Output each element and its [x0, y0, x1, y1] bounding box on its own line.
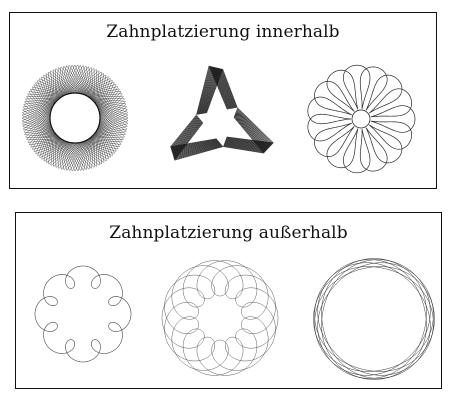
spirograph-thick-ring — [313, 258, 435, 380]
spirograph-ring-loops — [161, 260, 279, 376]
spirograph-petal-star — [307, 64, 416, 174]
spirograph-triangle — [170, 65, 274, 161]
panel-outer-placement: Zahnplatzierung außerhalb — [15, 212, 442, 389]
panel-inner-placement: Zahnplatzierung innerhalb — [9, 12, 437, 189]
spirograph-sunburst — [21, 64, 129, 172]
spirograph-epicycloid-loops — [34, 265, 132, 363]
panel-title-outer: Zahnplatzierung außerhalb — [109, 223, 348, 243]
panel-title-inner: Zahnplatzierung innerhalb — [106, 22, 340, 42]
